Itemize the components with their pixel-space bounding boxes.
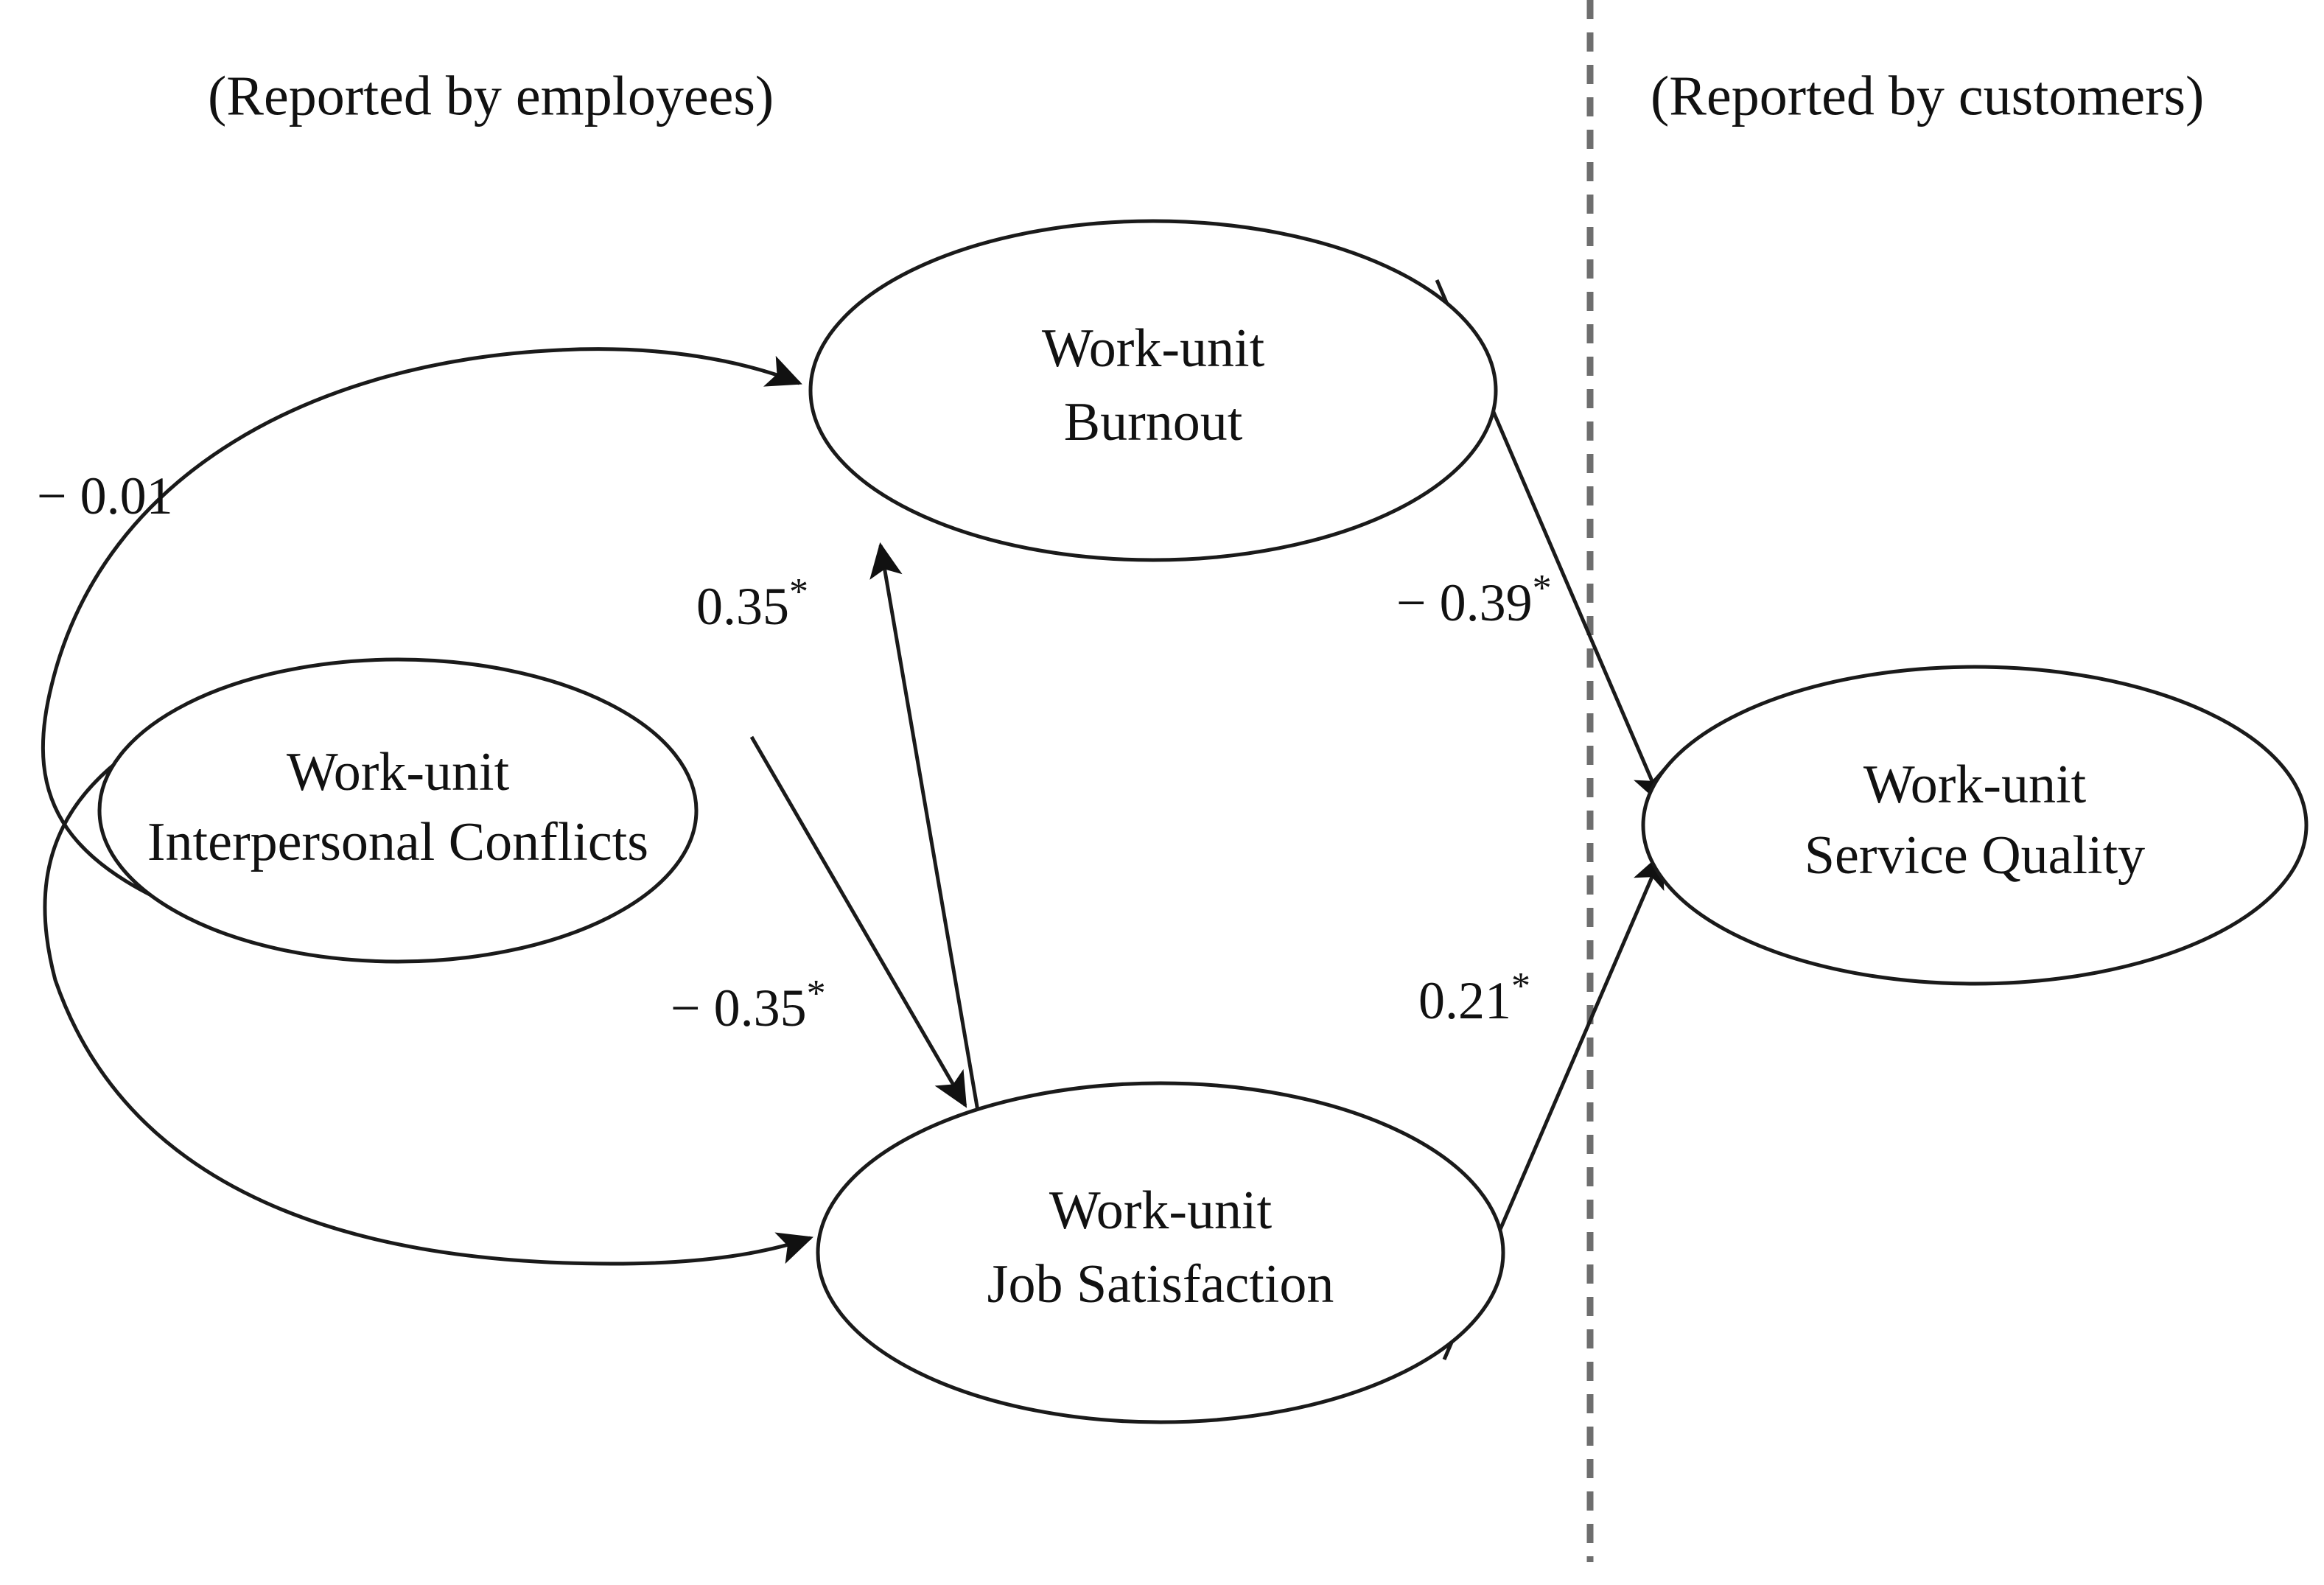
node-label-job-satisfaction-line1: Work-unit (1049, 1180, 1273, 1241)
coef-star-3: * (807, 973, 826, 1015)
coef-burnout-to-service-quality: − 0.39* (1396, 567, 1552, 632)
node-label-burnout-line2: Burnout (1064, 392, 1243, 452)
ellipse-interpersonal-conflicts[interactable] (97, 657, 699, 964)
ellipse-burnout[interactable] (808, 219, 1498, 562)
header-customers: (Reported by customers) (1651, 65, 2204, 127)
node-label-burnout-line1: Work-unit (1042, 318, 1265, 379)
node-service-quality[interactable]: Work-unit Service Quality (1641, 665, 2309, 986)
coef-conflicts-to-burnout: − 0.01 (37, 466, 173, 525)
node-job-satisfaction[interactable]: Work-unit Job Satisfaction (816, 1081, 1505, 1424)
ellipse-service-quality[interactable] (1641, 665, 2309, 986)
coef-star-2: * (789, 571, 808, 613)
coef-burnout-to-jobsat: − 0.35* (671, 973, 826, 1038)
edge-conflicts-to-job-satisfaction (43, 701, 813, 1266)
node-label-interpersonal-conflicts-line2: Interpersonal Conflicts (147, 812, 648, 872)
node-interpersonal-conflicts[interactable]: Work-unit Interpersonal Conflicts (97, 657, 699, 964)
node-label-interpersonal-conflicts-line1: Work-unit (287, 742, 510, 802)
node-label-service-quality-line1: Work-unit (1863, 755, 2087, 815)
coef-jobsat-to-burnout: 0.35* (696, 571, 808, 636)
node-label-job-satisfaction-line2: Job Satisfaction (987, 1254, 1334, 1315)
svg-text:0.21*: 0.21* (1418, 965, 1530, 1030)
svg-text:− 0.01: − 0.01 (37, 466, 173, 525)
coef-value-3: − 0.35 (671, 979, 807, 1038)
edge-jobsat-to-burnout (869, 542, 982, 1124)
svg-text:0.35*: 0.35* (696, 571, 808, 636)
ellipse-job-satisfaction[interactable] (816, 1081, 1505, 1424)
svg-text:− 0.39*: − 0.39* (1396, 567, 1552, 632)
edge-conflicts-to-burnout (41, 347, 802, 927)
coef-jobsat-to-service-quality: 0.21* (1418, 965, 1530, 1030)
svg-text:− 0.35*: − 0.35* (671, 973, 826, 1038)
node-burnout[interactable]: Work-unit Burnout (808, 219, 1498, 562)
coef-star-5: * (1511, 965, 1530, 1007)
coef-star-4: * (1533, 567, 1552, 609)
edge-burnout-to-jobsat (749, 735, 967, 1108)
coef-value-4: − 0.39 (1396, 573, 1533, 632)
node-label-service-quality-line2: Service Quality (1805, 825, 2145, 886)
coef-value-2: 0.35 (696, 577, 789, 636)
coef-value-0: − 0.01 (37, 466, 173, 525)
coef-value-5: 0.21 (1418, 971, 1511, 1030)
header-employees: (Reported by employees) (208, 65, 774, 127)
